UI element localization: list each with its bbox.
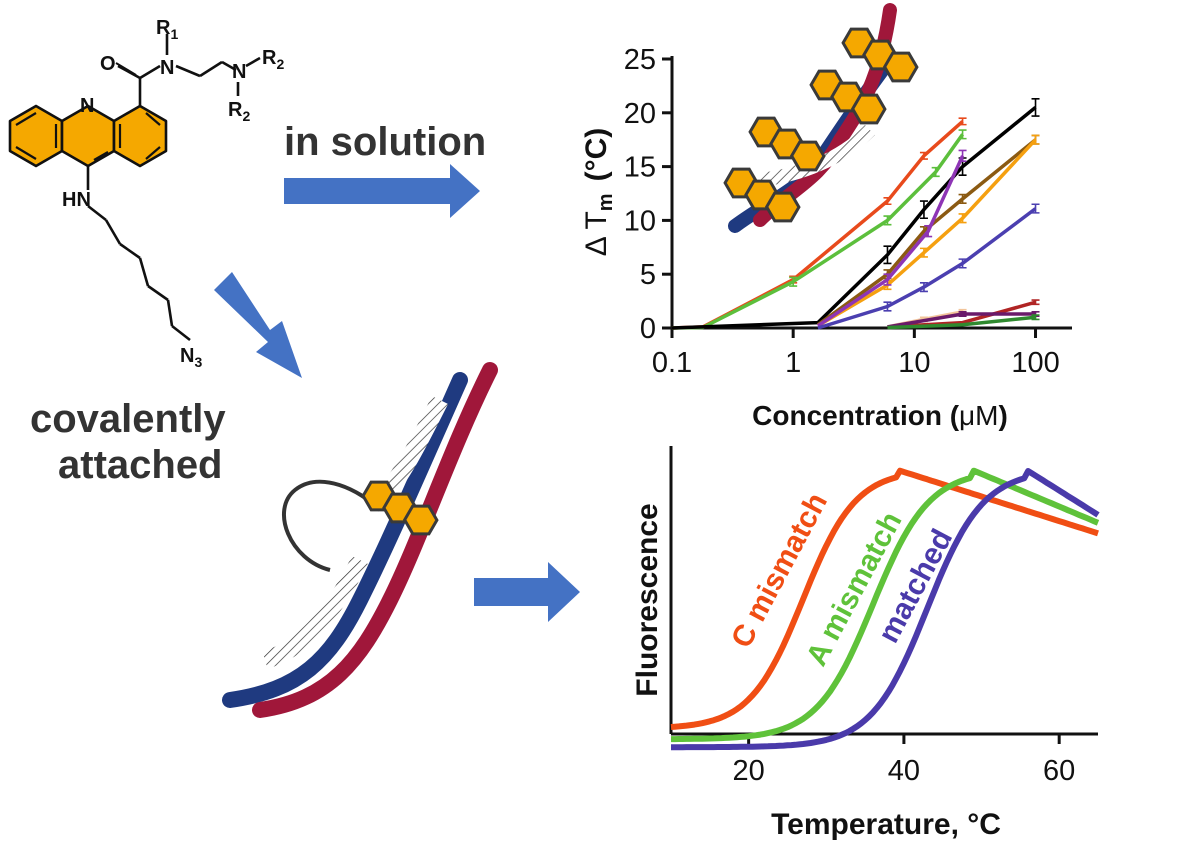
chart2-x-axis-title: Temperature, °C: [771, 808, 1001, 841]
chart2-x-tick-label: 60: [1043, 755, 1075, 787]
chart1-error-bar: [883, 273, 892, 286]
chart1-x-tick-label: 0.1: [652, 347, 692, 379]
chart1-error-bar: [958, 129, 967, 140]
aromatic-bonds: [15, 112, 161, 161]
chart1-error-bar: [958, 311, 967, 317]
dna-helix-icon: [719, 3, 923, 233]
chart1-error-bar: [1031, 299, 1040, 306]
chart1-error-bar: [1031, 98, 1040, 117]
chart1-error-bar: [883, 245, 892, 265]
chart1-error-bar: [958, 258, 967, 269]
chart1-y-tick-label: 15: [624, 152, 656, 184]
chart1-error-bar: [883, 197, 892, 206]
atom-n-amide: N: [160, 57, 174, 79]
chart1-y-tick-label: 25: [624, 44, 656, 76]
chart1-y-tick-label: 0: [640, 313, 656, 345]
atom-labels: N O N R1 N R2 R2 HN N3: [62, 17, 284, 370]
chart2-y-axis-title: Fluorescence: [631, 503, 664, 696]
atom-o: O: [100, 53, 116, 75]
chart1-y-axis-title: Δ Tm(°C): [580, 128, 617, 257]
atom-n-amine: N: [232, 61, 246, 83]
arrow-right-icon: [284, 164, 480, 218]
chart1-series-line: [671, 106, 1037, 330]
in-solution-label: in solution: [284, 120, 486, 164]
chart1-y-tick-label: 5: [640, 259, 656, 291]
acridine-structure: [8, 34, 261, 342]
chart1-y-tick-label: 10: [624, 205, 656, 237]
chart1-error-bar: [1031, 314, 1040, 321]
chart2-x-tick-label: 20: [733, 755, 765, 787]
chart1-error-bar: [958, 193, 967, 204]
chart2-series-line: [670, 467, 1099, 730]
chart1-error-bar: [958, 213, 967, 224]
r1-label: R1: [156, 17, 178, 42]
dna-hairpin-icon: [222, 362, 498, 718]
chart1-x-tick-label: 100: [1011, 347, 1059, 379]
azide-label: N3: [180, 345, 202, 370]
chart1-error-bar: [919, 247, 928, 258]
chart1-series-line: [816, 155, 965, 328]
chart1-error-bar: [931, 166, 940, 178]
chart1-x-tick-label: 1: [785, 347, 801, 379]
chart1-error-bar: [883, 301, 892, 312]
chart1-error-bar: [919, 151, 928, 160]
chart1-error-bar: [919, 282, 928, 293]
chart1-error-bar: [958, 149, 967, 163]
chart1-error-bar: [958, 117, 967, 126]
r2-label-lower: R2: [228, 99, 250, 124]
chart1-x-axis-title: Concentration (μM): [752, 400, 1008, 431]
chart1-series-line: [887, 315, 1036, 330]
chart1-error-bar: [789, 276, 798, 287]
chart2-x-tick-label: 40: [888, 755, 920, 787]
chart2-series-line: [671, 467, 1100, 743]
arrow-small-right-icon: [474, 562, 580, 622]
atom-hn: HN: [62, 189, 91, 211]
chart1-error-bar: [924, 224, 933, 238]
atom-n-ring: N: [80, 95, 94, 117]
arrow-diagonal-icon: [214, 272, 302, 378]
attached-label: attached: [58, 443, 223, 487]
chart1-error-bar: [883, 215, 892, 226]
r2-label-upper: R2: [262, 47, 284, 72]
chart1-error-bar: [1031, 134, 1040, 145]
chart2-series-line: [671, 468, 1100, 751]
chart1-x-tick-label: 10: [898, 347, 930, 379]
chart1-y-tick-label: 20: [624, 98, 656, 130]
covalently-label: covalently: [30, 397, 226, 441]
chart1-error-bar: [919, 200, 928, 220]
chart1-error-bar: [1031, 203, 1040, 214]
